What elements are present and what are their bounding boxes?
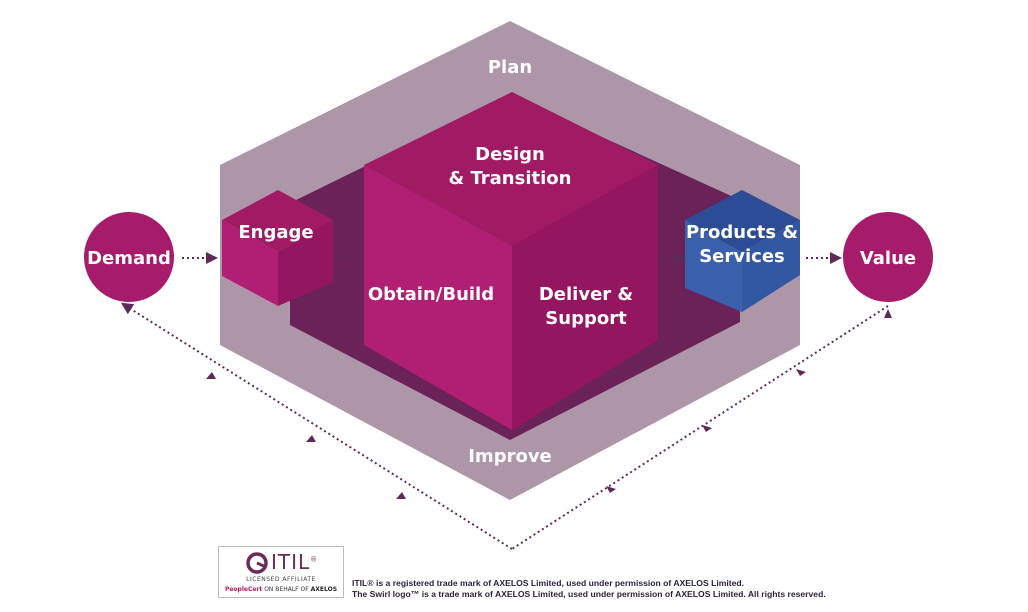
demand-label: Demand xyxy=(87,248,171,269)
products-cube-right xyxy=(742,220,800,312)
products-services-label-line1: Products & xyxy=(686,222,798,243)
design-transition-label-line1: Design xyxy=(475,144,545,165)
trademark-notice: ITIL® is a registered trade mark of AXEL… xyxy=(352,578,826,600)
itil-affiliate-logo: ITIL® LICENSED AFFILIATE PeopleCert ON B… xyxy=(218,546,344,598)
feedback-arrowhead-left-2 xyxy=(306,435,316,442)
on-behalf-text: ON BEHALF OF xyxy=(264,586,309,593)
peoplecert-text: PeopleCert xyxy=(224,586,263,593)
peoplecert-axelos-line: PeopleCert ON BEHALF OF AXELOS xyxy=(219,586,343,593)
deliver-support-label-line1: Deliver & xyxy=(539,284,633,305)
feedback-arrowhead-right-2 xyxy=(702,425,712,432)
obtain-build-label: Obtain/Build xyxy=(368,284,494,305)
improve-label: Improve xyxy=(468,446,552,467)
feedback-arrowhead-right-3 xyxy=(796,369,806,376)
licensed-affiliate-text: LICENSED AFFILIATE xyxy=(246,576,316,583)
engage-label: Engage xyxy=(238,222,313,243)
itil-logo-word: ITIL® xyxy=(271,550,319,574)
feedback-arrowhead-left-1 xyxy=(206,372,216,379)
swirl-logo-icon xyxy=(246,552,268,574)
engage-cube-top xyxy=(222,190,333,252)
feedback-arrowhead-value xyxy=(884,309,892,318)
products-services-label-line2: Services xyxy=(699,246,785,267)
products-cube-left xyxy=(685,220,742,312)
value-label: Value xyxy=(860,248,916,269)
trademark-notice-line2: The Swirl logo™ is a trade mark of AXELO… xyxy=(352,589,826,599)
center-cube-right xyxy=(512,165,658,430)
engage-cube-left xyxy=(222,220,278,306)
feedback-line-left xyxy=(120,302,513,550)
feedback-arrowhead-left-3 xyxy=(396,492,406,499)
value-circle xyxy=(843,212,933,302)
deliver-support-label-line2: Support xyxy=(545,308,627,329)
center-cube-left xyxy=(364,165,512,430)
axelos-text: AXELOS xyxy=(310,586,338,593)
products-cube-top xyxy=(685,190,800,252)
feedback-arrowhead-right-1 xyxy=(606,486,616,493)
design-transition-label-line2: & Transition xyxy=(449,168,572,189)
engage-cube-right xyxy=(278,220,333,306)
trademark-notice-line1: ITIL® is a registered trade mark of AXEL… xyxy=(352,578,745,588)
center-cube-top xyxy=(364,92,658,246)
demand-circle xyxy=(84,212,174,302)
plan-label: Plan xyxy=(488,57,532,78)
